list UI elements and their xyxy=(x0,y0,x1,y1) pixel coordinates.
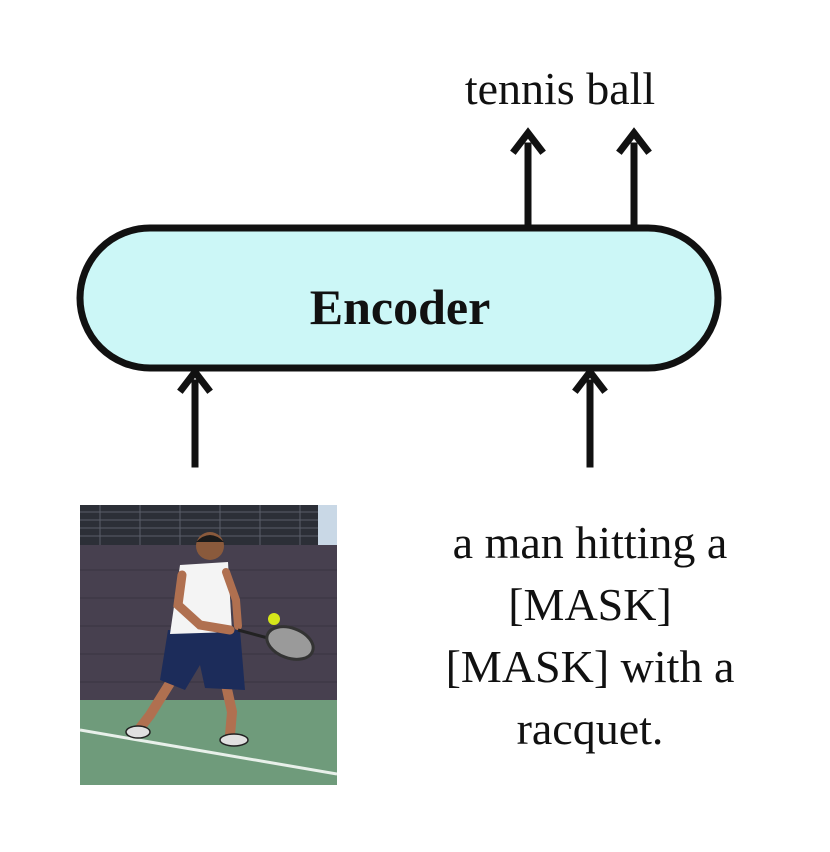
text-input-arrow xyxy=(572,366,608,468)
encoder-block xyxy=(76,224,722,372)
output-arrow-1 xyxy=(510,127,546,230)
encoder-label: Encoder xyxy=(309,279,491,335)
output-arrow-2 xyxy=(616,127,652,230)
output-label: tennis ball xyxy=(464,63,656,114)
image-input-arrow xyxy=(177,366,213,468)
masked-caption: a man hitting a [MASK] [MASK] with a rac… xyxy=(445,517,735,754)
tennis-player-photo xyxy=(80,505,337,785)
